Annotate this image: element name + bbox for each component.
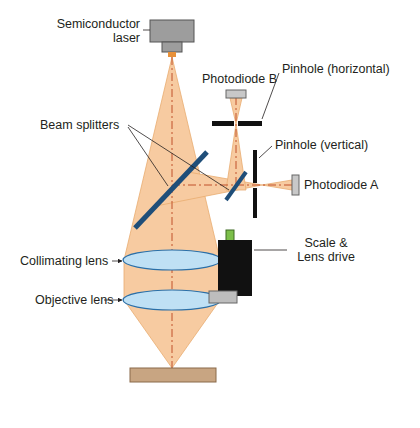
laser-beam <box>124 57 292 368</box>
part-label: Beam splitters <box>40 118 119 132</box>
beam-splitter <box>226 172 246 200</box>
leader-line <box>104 30 287 300</box>
optical-axis <box>172 57 292 368</box>
part-label: Pinhole (vertical) <box>275 138 368 152</box>
part-label: Pinhole (horizontal) <box>282 62 390 76</box>
lens-drive <box>209 230 252 303</box>
photodiode <box>226 90 246 98</box>
part-label: Scale & Lens drive <box>290 236 362 264</box>
beam-splitter <box>135 152 207 228</box>
lens <box>123 250 221 270</box>
laser-body <box>150 20 194 57</box>
part-label: Semiconductor laser <box>40 17 140 45</box>
part-label: Photodiode A <box>304 178 378 192</box>
part-label: Collimating lens <box>20 254 108 268</box>
lens <box>123 290 221 310</box>
part-label: Objective lens <box>35 293 114 307</box>
sample <box>130 368 216 382</box>
part-label: Photodiode B <box>202 72 277 86</box>
pinhole <box>212 121 262 218</box>
photodiode <box>292 175 299 195</box>
